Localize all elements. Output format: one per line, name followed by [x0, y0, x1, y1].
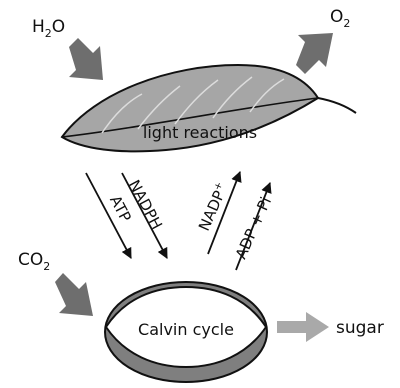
calvin-cycle-inner [104, 285, 268, 369]
leaf-stem [317, 97, 357, 114]
co2-input-arrow [55, 273, 93, 316]
light-reactions-label: light reactions [143, 123, 257, 142]
leaf [60, 63, 357, 153]
co2-label: CO2 [18, 250, 50, 273]
atp-arrow [85, 172, 132, 259]
o2-output-arrow [296, 33, 333, 74]
h2o-input-arrow [69, 38, 103, 80]
leaf-midrib [61, 97, 319, 138]
sugar-output-arrow [277, 312, 329, 342]
o2-label: O2 [330, 7, 350, 30]
sugar-label: sugar [336, 318, 384, 338]
calvin-cycle [104, 281, 268, 383]
adp-pi-label: ADP + Pi [232, 194, 275, 261]
h2o-label: H2O [32, 17, 65, 40]
adp-pi-arrow [235, 181, 272, 271]
nadph-arrow [121, 172, 168, 259]
nadph-label: NADPH [125, 177, 166, 233]
nadp-plus-arrow [207, 170, 242, 255]
calvin-cycle-label: Calvin cycle [138, 320, 234, 339]
leaf-veins [101, 76, 285, 134]
